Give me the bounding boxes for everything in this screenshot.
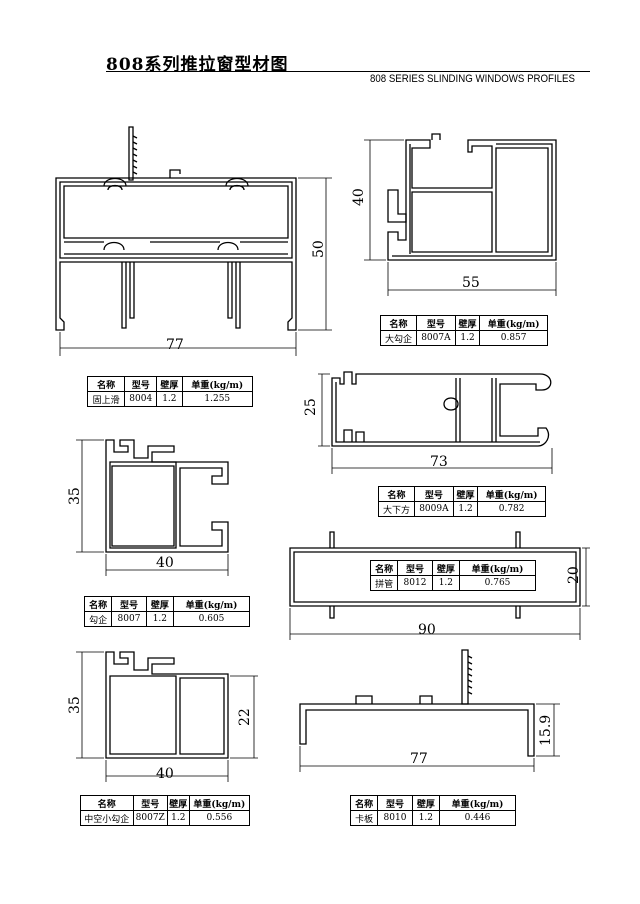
dim-8007z-height: 35 bbox=[67, 696, 83, 714]
profile-8009a-drawing bbox=[318, 371, 553, 474]
dim-8007-height: 35 bbox=[67, 487, 83, 505]
dim-8007z-width: 40 bbox=[156, 766, 174, 782]
page-title-en: 808 SERIES SLINDING WINDOWS PROFILES bbox=[370, 73, 575, 85]
dim-8007-width: 40 bbox=[156, 555, 174, 571]
dim-8012-height: 20 bbox=[566, 566, 582, 584]
profile-8007a-drawing bbox=[364, 133, 557, 296]
dim-8004-width: 77 bbox=[166, 337, 184, 353]
dim-8012-width: 90 bbox=[418, 622, 436, 638]
dim-8007a-width: 55 bbox=[462, 275, 480, 291]
profile-8012-drawing bbox=[289, 531, 590, 640]
profile-8010-drawing bbox=[299, 649, 560, 772]
dim-8009a-height: 25 bbox=[303, 398, 319, 416]
dim-8007a-height: 40 bbox=[351, 188, 367, 206]
profile-8007z-drawing bbox=[76, 651, 258, 782]
dim-8010-width: 77 bbox=[410, 751, 428, 767]
dim-8004-height: 50 bbox=[311, 240, 327, 258]
dim-8009a-width: 73 bbox=[430, 454, 448, 470]
page-title-cn: 808系列推拉窗型材图 bbox=[106, 55, 289, 75]
dim-8010-height: 15.9 bbox=[538, 715, 554, 746]
profile-8004-drawing bbox=[55, 126, 332, 356]
title-rule bbox=[106, 71, 590, 72]
dim-8007z-inner: 22 bbox=[237, 708, 253, 726]
profile-8007-drawing bbox=[76, 439, 229, 576]
